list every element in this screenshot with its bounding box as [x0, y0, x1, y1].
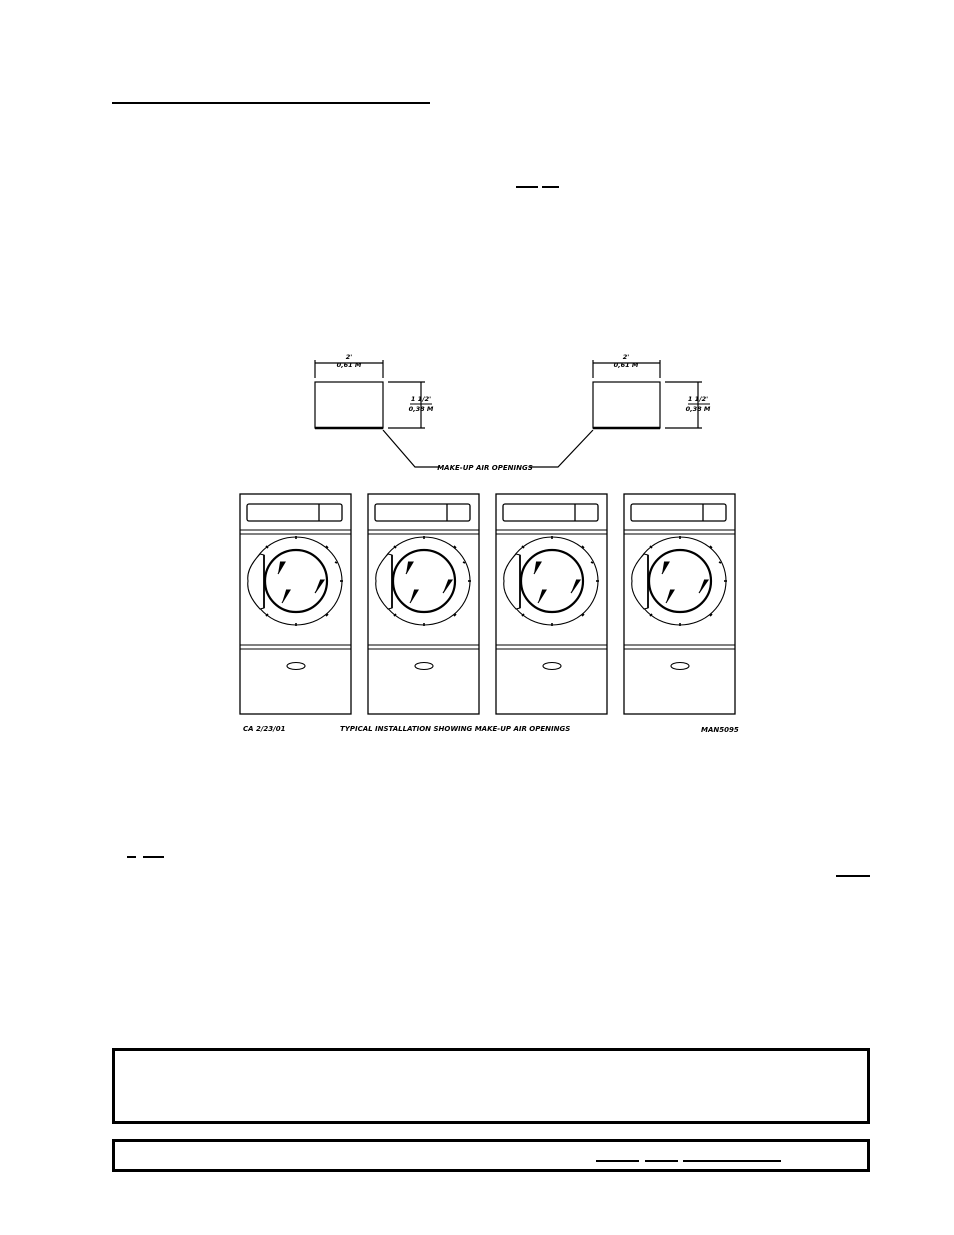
make-up-air-installation-diagram: 2' 0,61 M 1 1/2' 0,38 M 2' 0,61 M 1 1/2'… [238, 353, 739, 734]
drawing-id: MAN5095 [701, 726, 739, 734]
figure-caption: TYPICAL INSTALLATION SHOWING MAKE-UP AIR… [340, 725, 570, 733]
reference-box [112, 1139, 870, 1172]
text-underline [127, 856, 136, 858]
text-underline [683, 1160, 781, 1162]
left-height-imperial: 1 1/2' [411, 395, 431, 403]
right-opening [592, 360, 710, 430]
left-height-metric: 0,38 M [409, 405, 434, 413]
right-width-imperial: 2' [623, 353, 630, 361]
right-height-imperial: 1 1/2' [688, 395, 708, 403]
dryer-1 [238, 492, 353, 716]
dryer-2 [366, 492, 481, 716]
callout-leaders [382, 429, 594, 468]
text-underline [645, 1160, 678, 1162]
right-height-metric: 0,38 M [686, 405, 711, 413]
dryer-4 [622, 492, 737, 716]
heading-underline [112, 102, 430, 104]
warning-box [112, 1048, 870, 1124]
dryer-3 [494, 492, 609, 716]
text-underline [516, 186, 538, 188]
left-width-imperial: 2' [346, 353, 353, 361]
text-underline [542, 186, 559, 188]
left-width-metric: 0,61 M [337, 361, 362, 369]
left-opening [314, 360, 432, 430]
text-underline [836, 875, 870, 877]
callout-label: MAKE-UP AIR OPENINGS [437, 464, 533, 472]
text-underline [143, 856, 164, 858]
date-stamp: CA 2/23/01 [243, 725, 286, 733]
text-underline [596, 1160, 639, 1162]
right-width-metric: 0,61 M [614, 361, 639, 369]
